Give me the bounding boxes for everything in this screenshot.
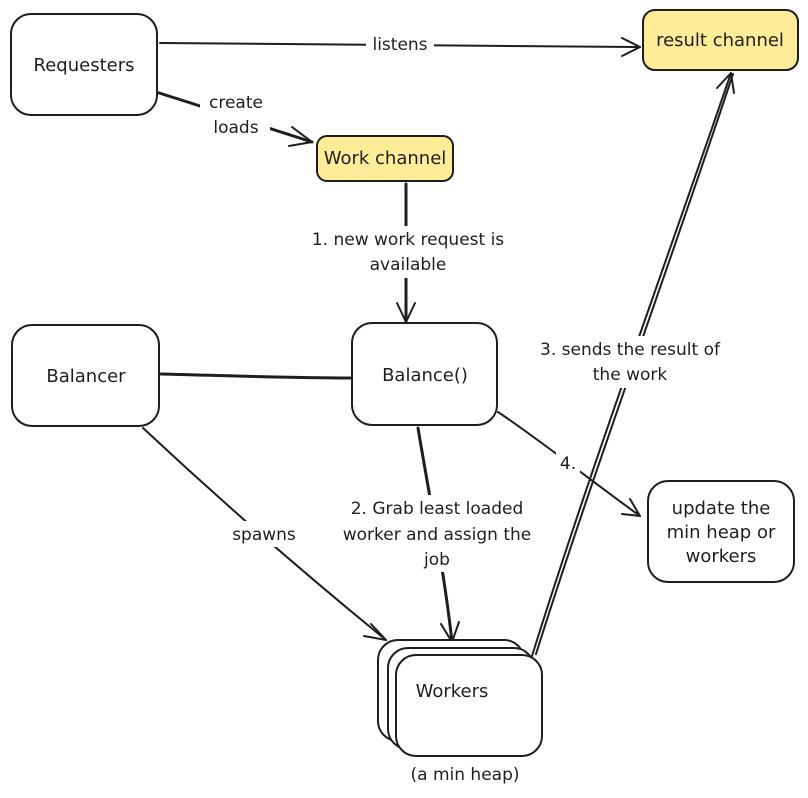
label-loads: loads [213, 118, 258, 138]
workers-label: Workers [416, 681, 489, 702]
label-new-work-1: 1. new work request is [312, 230, 504, 250]
label-grab-worker-2: worker and assign the [343, 525, 532, 545]
label-new-work-2: available [370, 255, 447, 275]
result-channel-node: result channel [642, 9, 799, 71]
update-heap-label-2: min heap or [667, 522, 776, 543]
balance-fn-node: Balance() [351, 322, 498, 426]
update-heap-node: update the min heap or workers [647, 480, 795, 583]
balance-fn-label: Balance() [382, 365, 468, 386]
label-sends-result-1: 3. sends the result of [540, 340, 721, 360]
requesters-label: Requesters [34, 55, 135, 76]
label-sends-result-2: the work [593, 365, 668, 385]
edge-balancer-balance [159, 372, 352, 380]
label-spawns: spawns [232, 525, 296, 545]
work-channel-box [316, 135, 454, 182]
workers-note: (a min heap) [411, 765, 520, 785]
result-channel-box [642, 9, 799, 71]
update-heap-label-3: workers [686, 546, 757, 567]
label-grab-worker-3: job [423, 550, 450, 570]
requesters-node: Requesters [10, 13, 158, 116]
result-channel-label: result channel [656, 30, 784, 51]
label-step4: 4. [560, 454, 576, 474]
update-heap-label-1: update the [672, 498, 771, 519]
work-channel-node: Work channel [316, 135, 454, 182]
work-channel-label: Work channel [324, 148, 447, 169]
workers-node: Workers (a min heap) [377, 639, 543, 785]
balancer-node: Balancer [11, 324, 160, 427]
label-grab-worker-1: 2. Grab least loaded [351, 499, 524, 519]
balancer-label: Balancer [46, 366, 126, 387]
label-listens: listens [372, 35, 427, 55]
label-create: create [209, 93, 263, 113]
